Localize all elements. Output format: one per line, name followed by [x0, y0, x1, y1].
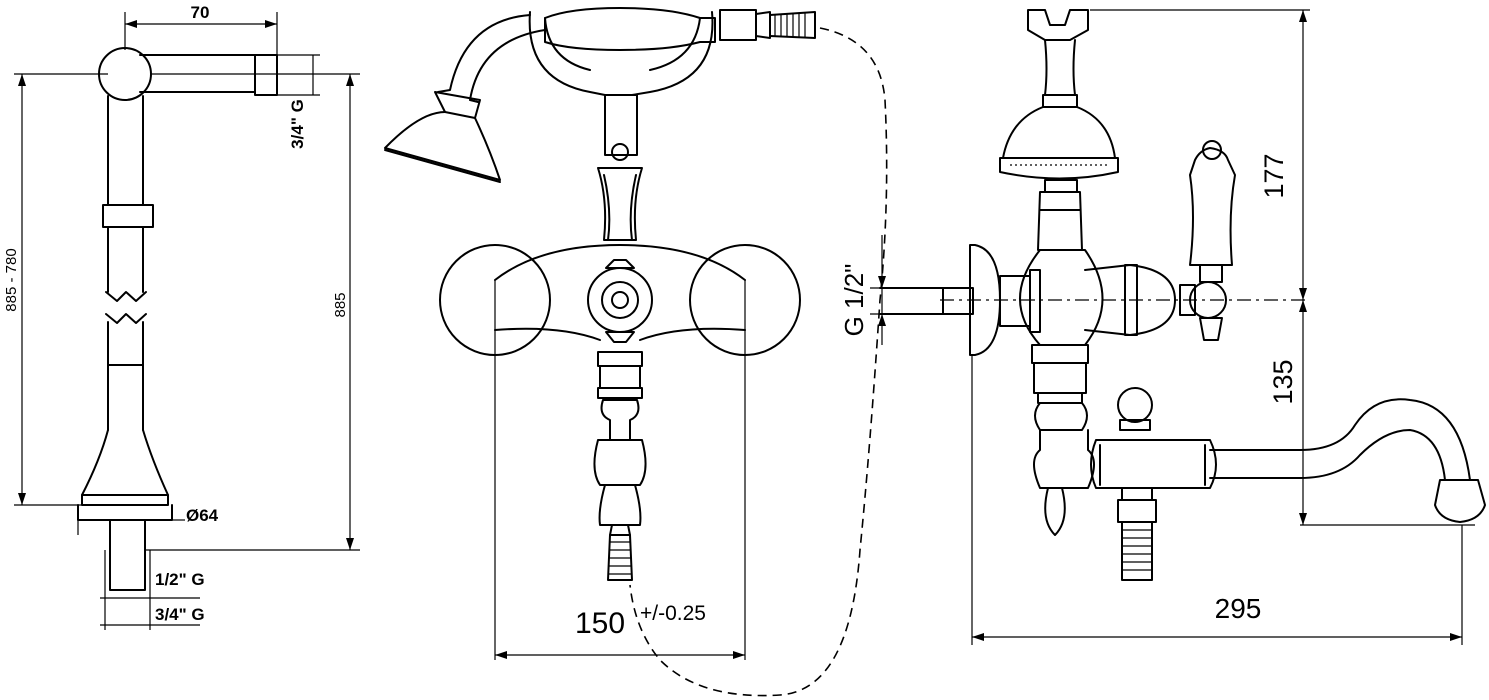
dim-inlet-top: 3/4" G: [288, 99, 307, 149]
front-view: [384, 7, 888, 697]
riser-column-view: [14, 12, 360, 630]
dim-spout-height: 135: [1268, 359, 1298, 404]
dim-height-range: 885 - 780: [3, 248, 20, 311]
dim-inlet-bottom-b: 3/4" G: [155, 605, 205, 624]
dim-tolerance: +/-0.25: [640, 602, 706, 625]
dim-inlet-bottom-a: 1/2" G: [155, 570, 205, 589]
dim-connection: G 1/2": [839, 264, 869, 337]
dim-base-diameter: Ø64: [186, 506, 219, 525]
dim-spout-length: 295: [1215, 593, 1262, 624]
dim-shower-height: 177: [1259, 153, 1289, 198]
dim-arm-length: 70: [191, 3, 210, 22]
dim-center-distance: 150: [575, 607, 625, 640]
dim-height: 885: [332, 292, 349, 317]
side-view: [870, 9, 1486, 645]
